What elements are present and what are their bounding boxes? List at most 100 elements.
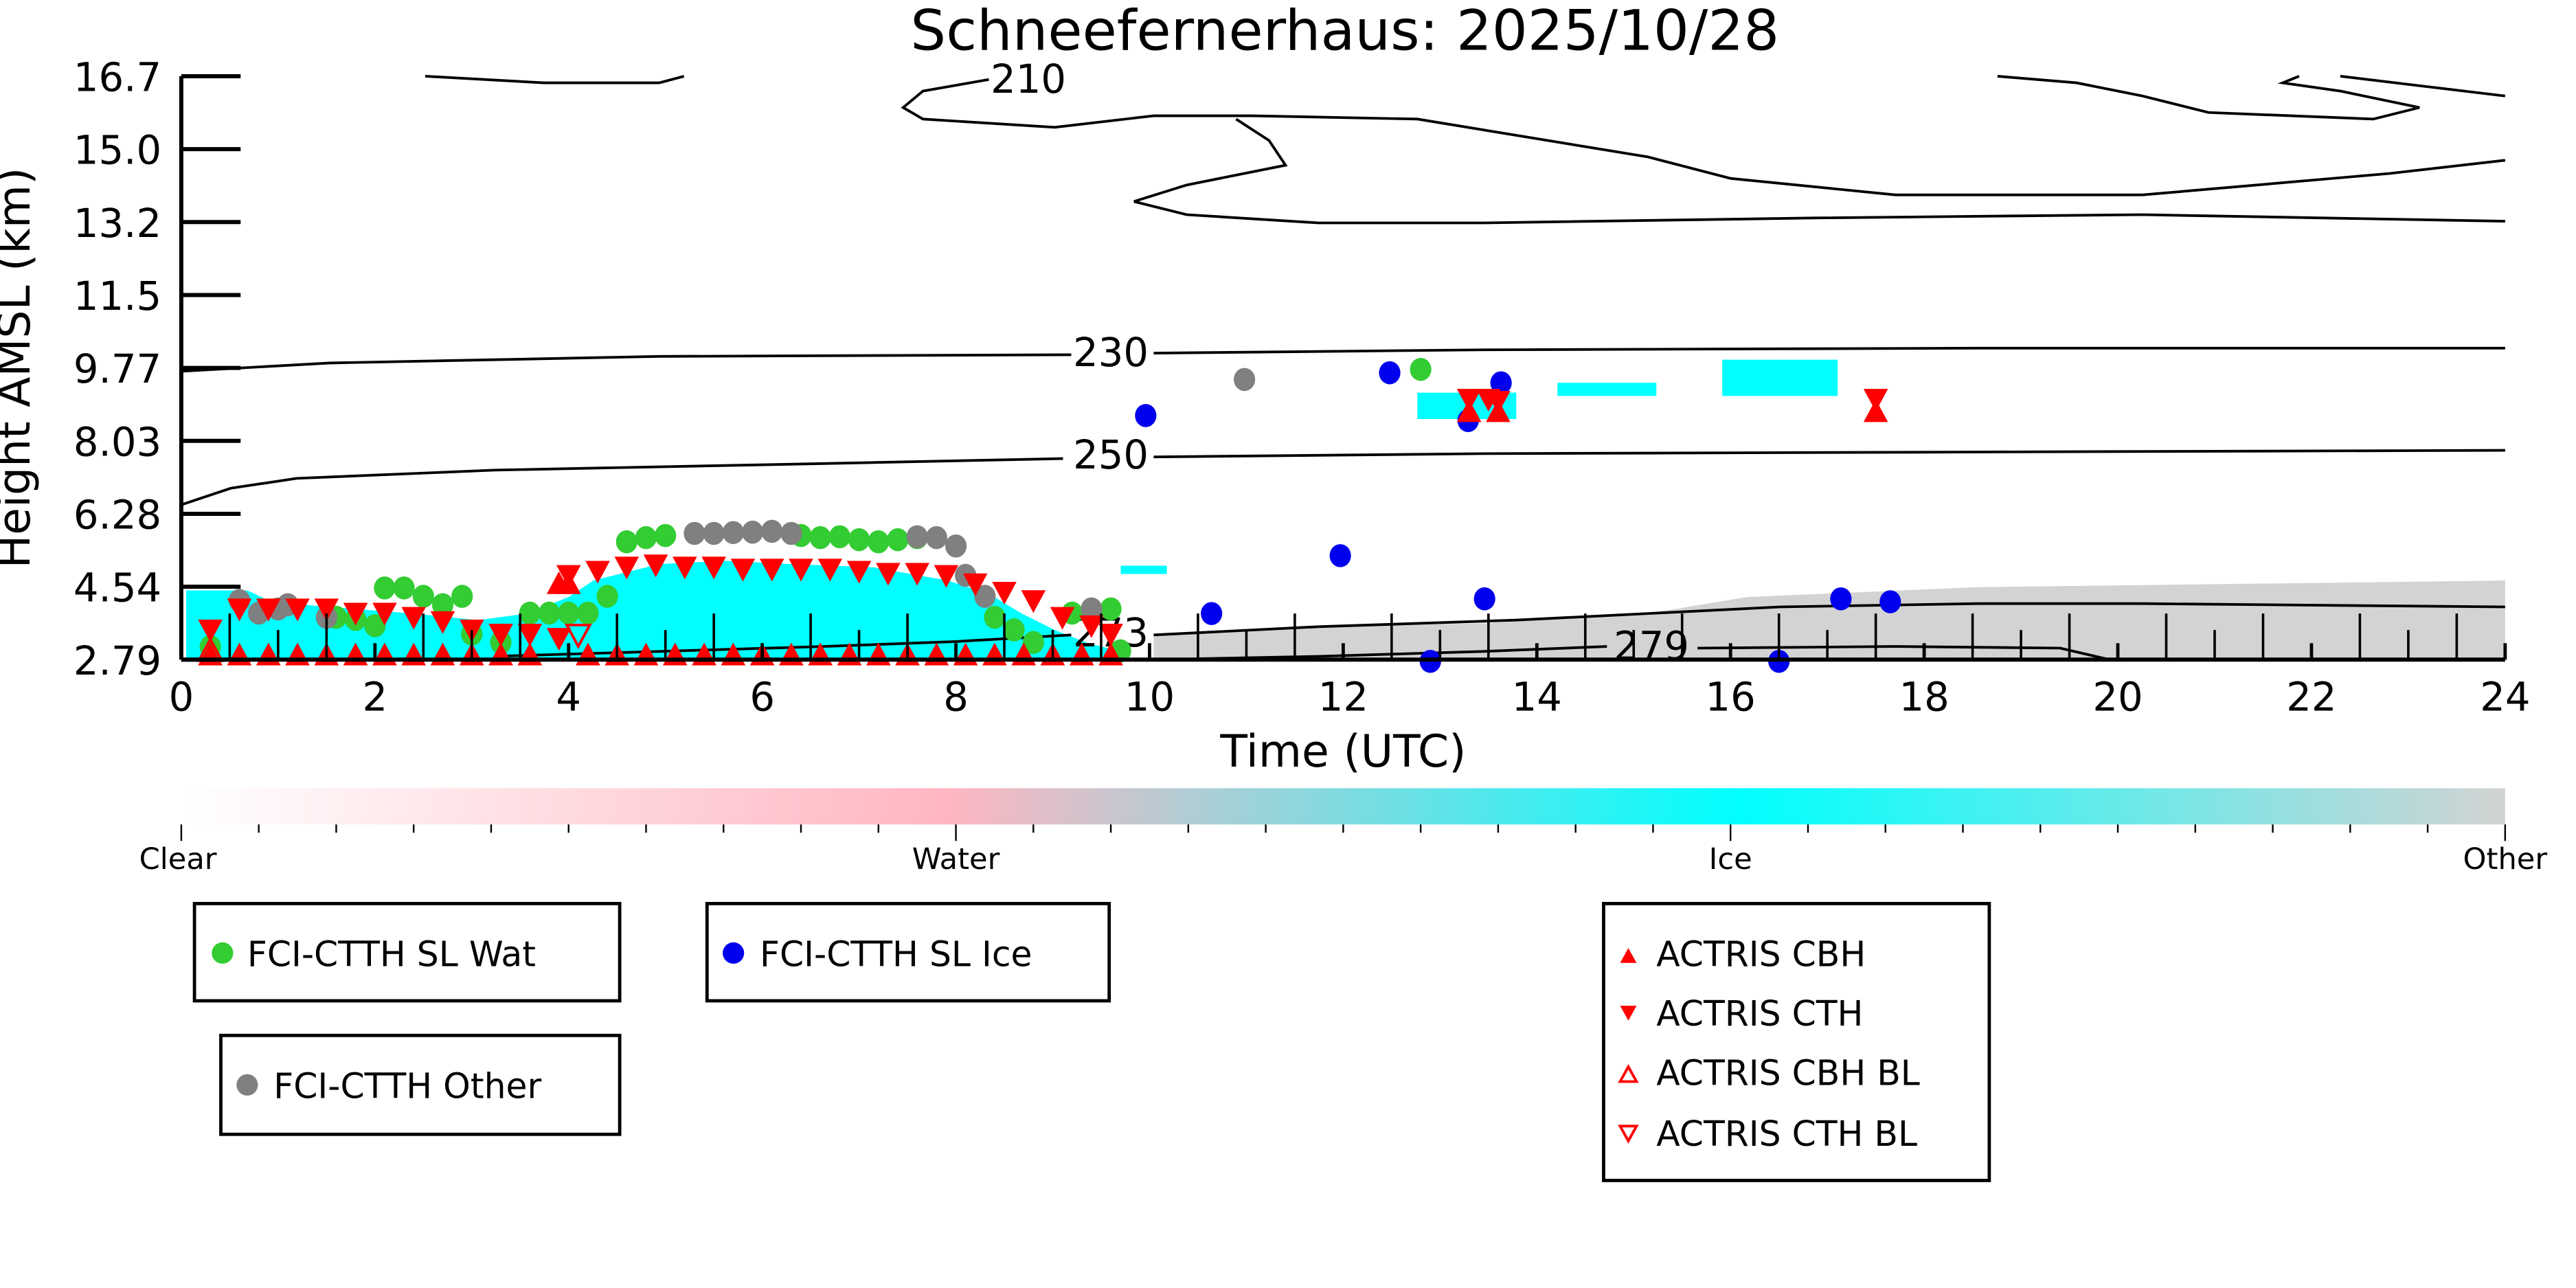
fci-ctth-other-point <box>741 520 764 544</box>
fci-ctth-sl-wat-point <box>635 526 657 550</box>
fci-ctth-sl-wat-point <box>374 576 396 600</box>
fci-ctth-sl-wat-point <box>1022 631 1044 655</box>
fci-ctth-other-point <box>780 521 802 545</box>
y-tick-label: 6.28 <box>74 493 161 539</box>
fci-ctth-sl-wat-point <box>519 601 541 625</box>
fci-ctth-sl-wat-point <box>451 585 473 608</box>
fci-ctth-sl-wat-point <box>848 528 870 552</box>
fci-ctth-sl-wat-point <box>809 526 831 550</box>
x-tick-label: 4 <box>556 675 581 721</box>
contour-label: 250 <box>1073 432 1149 478</box>
actris-cth-point <box>227 598 252 622</box>
ice-patch <box>1120 359 1838 574</box>
actris-cth-point <box>314 598 339 622</box>
x-tick-label: 6 <box>749 675 775 721</box>
contour-label: 210 <box>991 56 1066 102</box>
legend-label: FCI-CTTH Other <box>273 1065 541 1106</box>
x-tick-label: 10 <box>1125 675 1175 721</box>
y-tick-label: 9.77 <box>74 346 161 392</box>
fci-ctth-sl-wat-point <box>596 585 618 608</box>
actris-cth-point <box>401 607 427 630</box>
fci-ctth-sl-ice-point <box>1473 587 1495 611</box>
colorbar-label-clear: Clear <box>139 842 217 877</box>
fci-ctth-sl-ice-point <box>1830 587 1852 611</box>
actris-cth-point <box>517 624 543 647</box>
fci-ctth-sl-wat-point <box>412 585 434 608</box>
x-tick-label: 16 <box>1706 675 1756 721</box>
actris-cth-point <box>759 558 784 582</box>
x-tick-label: 0 <box>169 675 194 721</box>
actris-cth-point <box>789 558 813 582</box>
contour-250 <box>181 449 2505 506</box>
actris-cbh-point <box>1863 399 1888 422</box>
fci-ctth-sl-wat-point <box>538 601 561 625</box>
fci-ctth-other-point <box>945 534 967 558</box>
legend-label: FCI-CTTH SL Wat <box>247 934 536 975</box>
actris-cth-point <box>343 602 368 626</box>
fci-ctth-sl-ice-point <box>1379 361 1401 385</box>
fci-ctth-sl-wat-point <box>1100 597 1122 621</box>
fci-ctth-sl-wat-point <box>577 601 599 625</box>
fci-ctth-sl-wat-point <box>984 605 1006 629</box>
contour-230 <box>181 346 2505 373</box>
fci-ctth-sl-ice-point <box>1329 544 1351 567</box>
actris-cth-point <box>962 573 988 596</box>
fci-ctth-sl-ice-point <box>1201 602 1223 625</box>
x-tick-label: 18 <box>1899 675 1949 721</box>
colorbar-label-other: Other <box>2463 842 2548 877</box>
actris-cth-point <box>1079 615 1104 638</box>
ice-region <box>186 561 1121 660</box>
colorbar <box>181 788 2505 825</box>
x-tick-label: 8 <box>943 675 969 721</box>
fci-ctth-sl-wat-point <box>393 576 415 600</box>
fci-ctth-other-point <box>722 521 744 545</box>
contour-210 <box>425 75 2506 225</box>
actris-cth-point <box>701 556 726 580</box>
actris-cth-point <box>876 563 901 586</box>
y-ticks: 16.715.013.211.59.778.036.284.542.79 <box>74 55 241 684</box>
actris-cth-point <box>643 554 668 578</box>
actris-cth-point <box>285 598 310 622</box>
actris-cth-point <box>256 598 281 622</box>
colorbar-label-ice: Ice <box>1709 842 1752 877</box>
temperature-contours <box>181 75 2506 662</box>
contour-labels: 210 230 250 273 279 <box>991 56 1689 669</box>
actris-cth-point <box>934 565 959 588</box>
fci-ctth-sl-ice-point <box>1135 404 1157 427</box>
axes <box>179 76 2505 662</box>
x-tick-label: 22 <box>2286 675 2336 721</box>
actris-cth-point <box>198 619 223 643</box>
fci-ctth-sl-ice-point <box>1490 371 1512 395</box>
fci-ctth-other-point <box>974 585 996 608</box>
fci-ctth-sl-wat-point <box>558 601 580 625</box>
actris-cth-point <box>614 556 640 580</box>
actris-cth-point <box>585 561 610 584</box>
fci-ctth-sl-wat-point <box>828 525 851 549</box>
y-tick-label: 13.2 <box>74 201 161 247</box>
fci-ctth-sl-wat-point <box>887 528 909 552</box>
actris-cth-point <box>372 602 397 626</box>
y-tick-label: 16.7 <box>74 55 161 101</box>
actris-cth-point <box>730 558 756 582</box>
legend-label: FCI-CTTH SL Ice <box>760 934 1032 975</box>
chart-title: Schneefernerhaus: 2025/10/28 <box>910 0 1779 64</box>
legend-ice: FCI-CTTH SL Ice <box>705 901 1111 1003</box>
y-tick-label: 11.5 <box>74 273 161 319</box>
fci-ctth-sl-ice-point <box>1879 590 1901 613</box>
actris-cbh-point <box>556 571 581 594</box>
fci-ctth-other-point <box>703 521 725 545</box>
actris-cth-bl-point <box>564 623 592 650</box>
colorbar-label-water: Water <box>912 842 1000 877</box>
fci-ctth-other-point <box>761 519 783 543</box>
legend-label: ACTRIS CTH BL <box>1656 1114 1917 1154</box>
legend-actris: ACTRIS CBH ACTRIS CTH ACTRIS CBH BL ACTR… <box>1602 901 1991 1182</box>
fci-ctth-other-point <box>683 521 705 545</box>
legend-label: ACTRIS CBH <box>1656 934 1866 975</box>
y-axis-label: Height AMSL (km) <box>0 168 41 569</box>
legend-wat: FCI-CTTH SL Wat <box>192 901 622 1003</box>
y-tick-label: 15.0 <box>74 128 161 174</box>
contour-273 <box>494 602 2505 658</box>
actris-cth-point <box>673 556 697 580</box>
contour-label: 230 <box>1073 330 1149 376</box>
